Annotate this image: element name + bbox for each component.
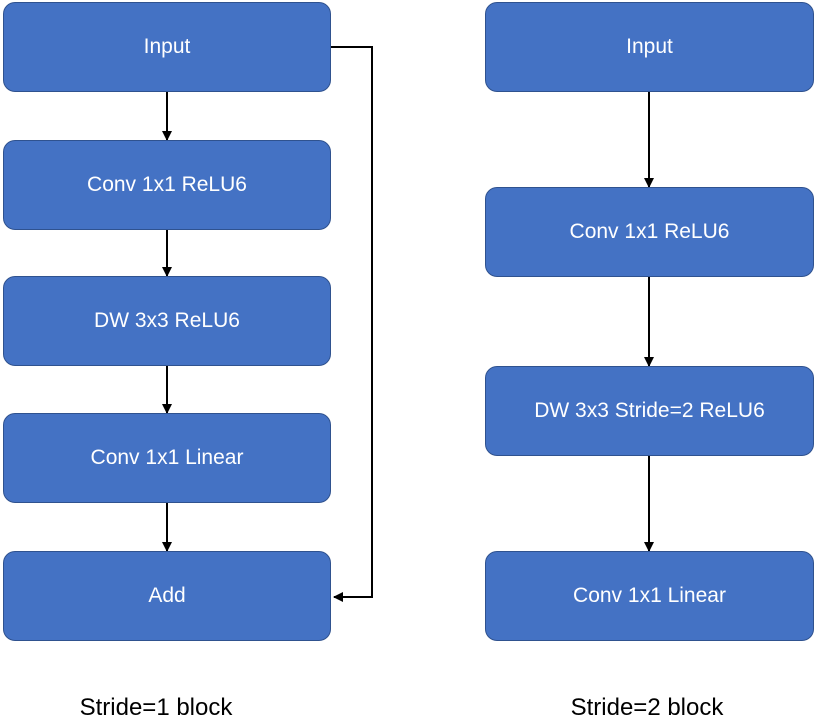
node-add: Add bbox=[3, 551, 331, 641]
node-r-conv-1x1-linear: Conv 1x1 Linear bbox=[485, 551, 814, 641]
node-input-label: Input bbox=[143, 35, 191, 58]
node-r-input: Input bbox=[485, 2, 814, 92]
residual-skip-arrow bbox=[331, 46, 373, 602]
node-conv-1x1-relu6: Conv 1x1 ReLU6 bbox=[3, 140, 331, 230]
node-add-label: Add bbox=[148, 584, 186, 607]
node-conv-1x1-linear: Conv 1x1 Linear bbox=[3, 413, 331, 503]
caption-stride2-block: Stride=2 block bbox=[570, 694, 724, 721]
node-r-input-label: Input bbox=[626, 35, 673, 58]
node-input: Input bbox=[3, 2, 331, 92]
node-conv-1x1-linear-label: Conv 1x1 Linear bbox=[90, 446, 244, 469]
node-dw-3x3-relu6: DW 3x3 ReLU6 bbox=[3, 276, 331, 366]
node-dw-3x3-relu6-label: DW 3x3 ReLU6 bbox=[94, 309, 240, 332]
node-r-conv-1x1-relu6: Conv 1x1 ReLU6 bbox=[485, 187, 814, 277]
node-r-conv-1x1-linear-label: Conv 1x1 Linear bbox=[573, 584, 726, 607]
node-conv-1x1-relu6-label: Conv 1x1 ReLU6 bbox=[87, 173, 247, 196]
caption-stride1-block: Stride=1 block bbox=[79, 694, 233, 721]
node-r-conv-1x1-relu6-label: Conv 1x1 ReLU6 bbox=[569, 220, 730, 243]
node-r-dw-3x3-stride2-relu6-label: DW 3x3 Stride=2 ReLU6 bbox=[534, 399, 765, 422]
node-r-dw-3x3-stride2-relu6: DW 3x3 Stride=2 ReLU6 bbox=[485, 366, 814, 456]
